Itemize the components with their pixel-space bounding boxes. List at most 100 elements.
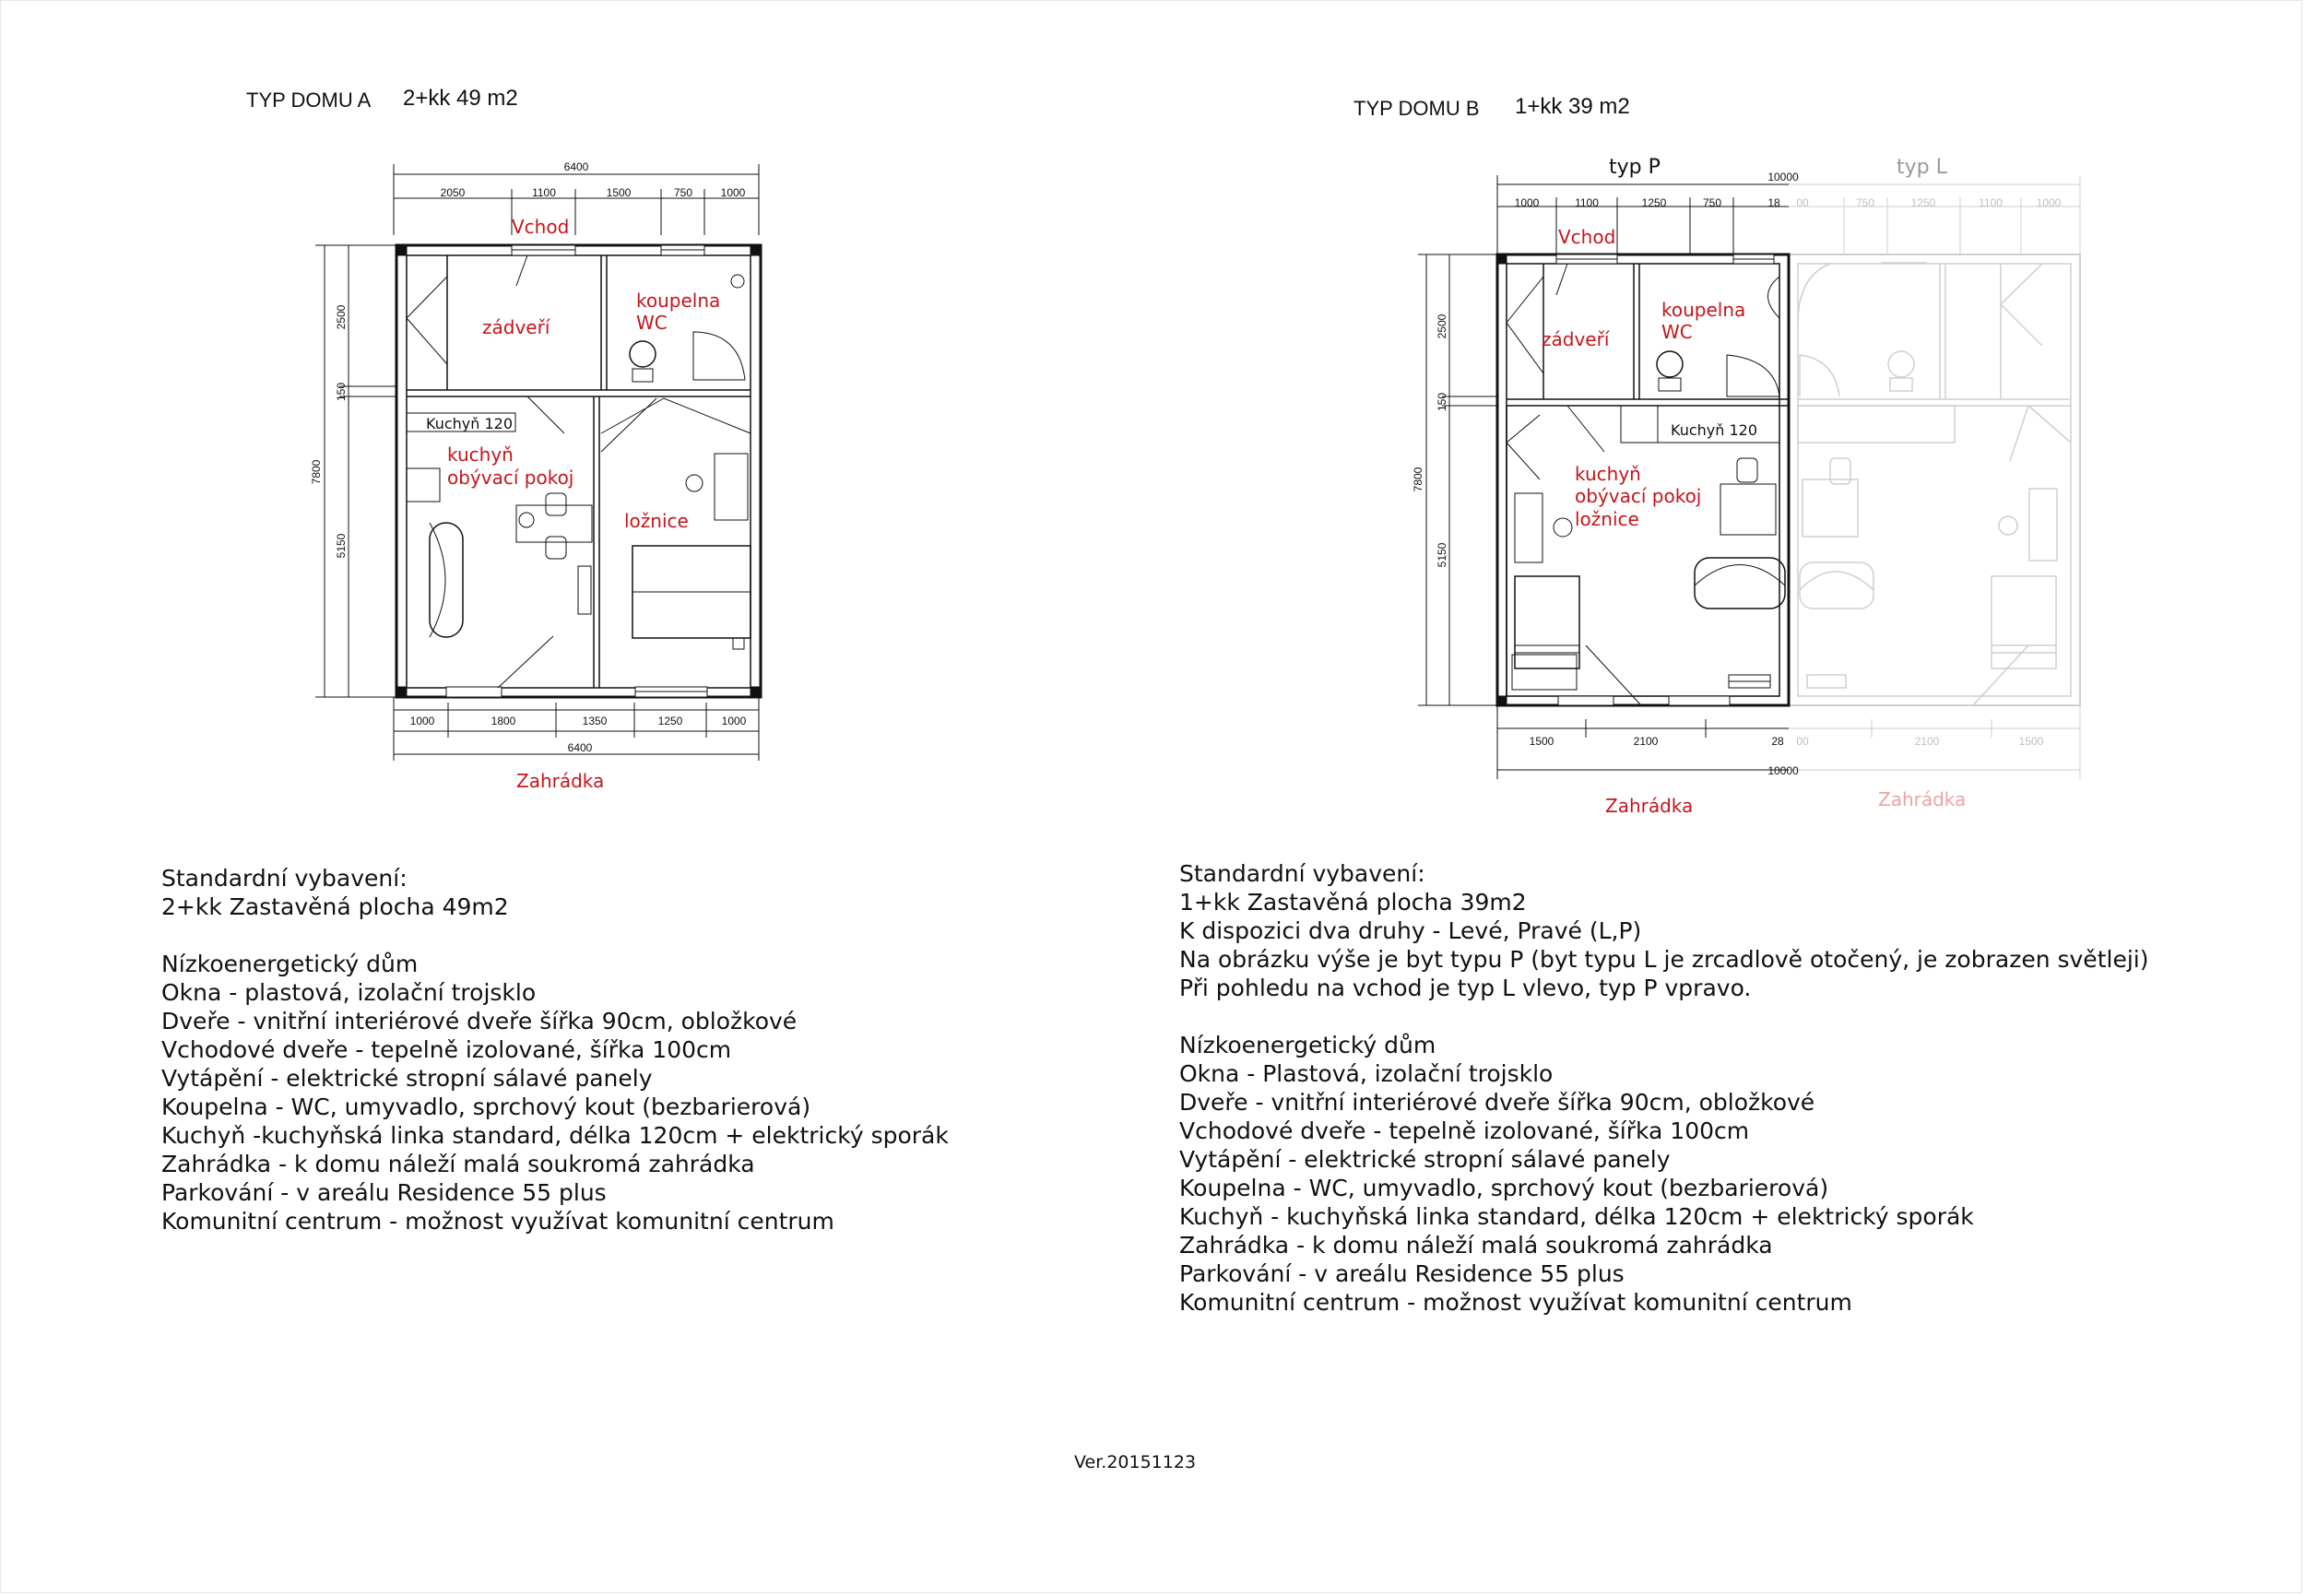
house-b-dim-top-1: 1000 [1515,196,1540,209]
spec-a-line: Nízkoenergetický dům [161,951,419,977]
spec-b-line: 1+kk Zastavěná plocha 39m2 [1179,889,1527,916]
house-a-dim-left-2: 150 [335,383,348,401]
spec-b-line: Nízkoenergetický dům [1179,1032,1436,1058]
spec-a-line: Zahrádka - k domu náleží malá soukromá z… [161,1151,755,1177]
spec-b-line: Okna - Plastová, izolační trojsklo [1179,1060,1554,1087]
house-a-room-entrance: Vchod [512,216,569,238]
spec-b-line: Při pohledu na vchod je typ L vlevo, typ… [1179,975,1752,1001]
spec-a-line: Parkování - v areálu Residence 55 plus [161,1179,607,1206]
house-b-dim-top-5: 18 [1767,196,1780,209]
house-b-dim-top-total: 10000 [1767,171,1799,183]
house-b-dim-top-faded-4: 1100 [1979,196,2003,209]
spec-a-line: Dveře - vnitřní interiérové dveře šířka … [161,1008,798,1034]
spec-a-line: Koupelna - WC, umyvadlo, sprchový kout (… [161,1094,811,1120]
spec-b-line: Kuchyň - kuchyňská linka standard, délka… [1179,1203,1974,1230]
house-a-room-hall: zádveří [482,316,551,338]
house-a-dimensions-bottom [393,697,760,761]
house-b-dim-bottom-1: 1500 [1530,735,1554,748]
house-a-dim-left-total: 7800 [310,459,323,484]
house-a-dim-bottom-1: 1000 [410,715,435,727]
spec-b-line: Parkování - v areálu Residence 55 plus [1179,1260,1625,1287]
spec-b-line: K dispozici dva druhy - Levé, Pravé (L,P… [1179,917,1642,944]
spec-b-line: Koupelna - WC, umyvadlo, sprchový kout (… [1179,1175,1829,1201]
house-b-heading-size: 1+kk 39 m2 [1515,94,1630,119]
house-a-dimensions-left [315,244,396,698]
house-a-dim-top-total: 6400 [564,160,589,173]
house-b-room-living-2: obývací pokoj [1575,485,1701,507]
floor-plan-house-b: TYP DOMU B 1+kk 39 m2 typ P typ L 1000 1… [1353,94,2081,817]
house-a-room-bath-2: WC [636,312,668,334]
house-a-room-garden: Zahrádka [516,770,604,792]
house-b-dim-bottom-total: 10000 [1767,764,1799,777]
spec-a-line: Vchodové dveře - tepelně izolované, šířk… [161,1036,732,1063]
house-a-dimensions-top [393,164,760,235]
spec-b-line: Komunitní centrum - možnost využívat kom… [1179,1289,1852,1316]
house-b-room-living-3: ložnice [1575,508,1639,530]
house-b-dim-top-faded-5: 1000 [2037,196,2062,209]
house-b-dim-top-faded-1: 00 [1796,196,1809,209]
house-b-dim-top-2: 1100 [1575,196,1599,209]
house-a-dim-bottom-2: 1800 [491,715,516,727]
house-b-room-garden: Zahrádka [1605,795,1693,817]
floor-plan-house-a: TYP DOMU A 2+kk 49 m2 6400 2050 1100 150… [246,86,762,792]
house-b-room-bath-1: koupelna [1661,299,1745,321]
house-a-kitchen-counter: Kuchyň 120 [426,415,513,432]
house-b-dim-top-4: 750 [1703,196,1721,209]
house-b-walls-faded-l [1788,254,2081,706]
spec-b-line: Zahrádka - k domu náleží malá soukromá z… [1179,1232,1773,1259]
house-b-dim-bottom-faded-2: 2100 [1915,735,1940,748]
house-a-dim-top-1: 2050 [441,186,466,199]
house-a-dim-top-3: 1500 [607,186,632,199]
version-label: Ver.20151123 [1074,1452,1197,1472]
house-b-dimensions-bottom [1496,705,1789,779]
spec-a-line: Okna - plastová, izolační trojsklo [161,979,537,1006]
spec-a-line: Vytápění - elektrické stropní sálavé pan… [161,1065,653,1092]
house-b-dim-left-3: 5150 [1436,542,1448,567]
spec-b-line: Standardní vybavení: [1179,860,1425,887]
house-b-room-hall: zádveří [1542,328,1611,350]
spec-b-line: Vytápění - elektrické stropní sálavé pan… [1179,1146,1671,1173]
house-b-dim-left-1: 2500 [1436,313,1448,338]
house-a-room-bedroom: ložnice [624,510,689,532]
house-b-dim-top-faded-2: 750 [1856,196,1874,209]
house-b-dim-top-faded-3: 1250 [1911,196,1936,209]
house-b-dim-bottom-faded-1: 00 [1796,735,1809,748]
house-b-kitchen-counter: Kuchyň 120 [1671,421,1757,439]
house-b-heading-type: TYP DOMU B [1353,97,1480,120]
house-b-dim-bottom-3: 28 [1771,735,1784,748]
house-b-variant-l: typ L [1897,156,1948,179]
house-b-dimensions-bottom-faded [1789,705,2081,779]
spec-b-line: Dveře - vnitřní interiérové dveře šířka … [1179,1089,1815,1116]
spec-a-line: Kuchyň -kuchyňská linka standard, délka … [161,1122,949,1149]
spec-list-house-a: Standardní vybavení: 2+kk Zastavěná ploc… [161,864,949,1235]
house-a-dim-top-4: 750 [674,186,692,199]
spec-b-line [1179,1002,2148,1031]
house-a-heading-size: 2+kk 49 m2 [403,86,518,111]
spec-a-line: 2+kk Zastavěná plocha 49m2 [161,893,509,920]
house-b-walls [1495,253,1791,707]
house-b-dim-bottom-faded-3: 1500 [2019,735,2044,748]
house-b-dimensions-top [1496,175,1789,254]
spec-a-line [161,921,949,950]
house-a-dim-left-1: 2500 [335,304,348,329]
house-a-room-living-1: kuchyň [447,443,514,466]
house-a-dim-top-2: 1100 [532,186,556,199]
spec-a-line: Standardní vybavení: [161,865,408,892]
house-a-walls [395,243,762,699]
house-a-dim-bottom-4: 1250 [658,715,683,727]
house-b-dim-bottom-2: 2100 [1634,735,1659,748]
house-b-dimensions-top-faded [1789,175,2081,254]
spec-list-house-b: Standardní vybavení: 1+kk Zastavěná ploc… [1179,859,2148,1317]
house-a-room-living-2: obývací pokoj [447,467,573,489]
house-a-dim-bottom-3: 1350 [583,715,608,727]
spec-b-line: Vchodové dveře - tepelně izolované, šířk… [1179,1117,1750,1144]
house-a-dim-bottom-5: 1000 [722,715,747,727]
house-b-dimensions-left [1418,254,1497,706]
house-b-room-entrance: Vchod [1558,226,1615,248]
house-b-room-living-1: kuchyň [1575,463,1641,485]
house-a-dim-top-5: 1000 [721,186,746,199]
house-b-dim-left-total: 7800 [1412,467,1424,491]
house-b-room-bath-2: WC [1661,321,1693,343]
